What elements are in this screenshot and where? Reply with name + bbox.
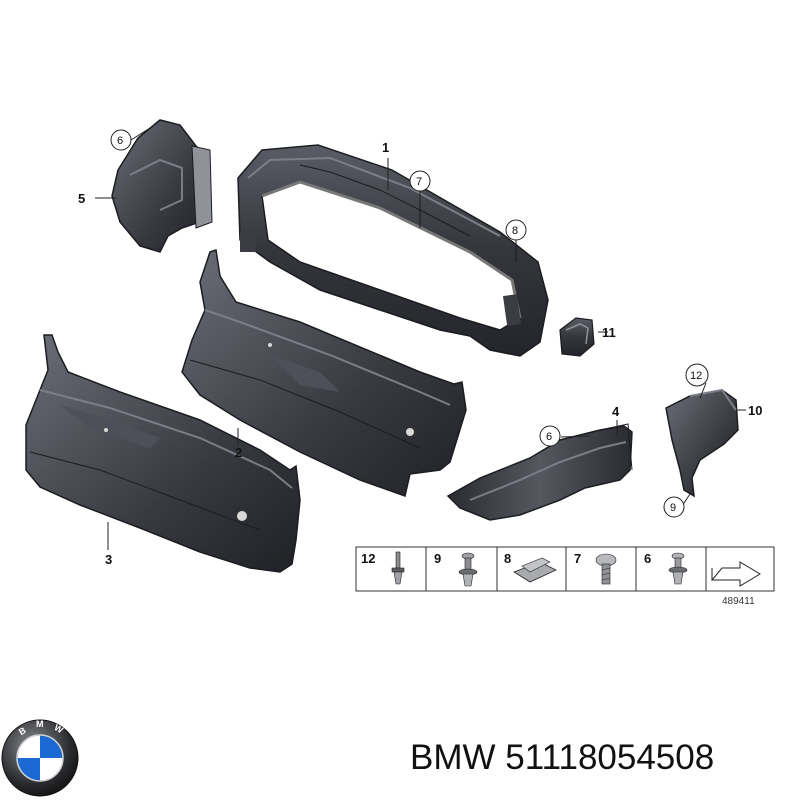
callout-7-text: 7 xyxy=(416,176,422,188)
callout-5: 5 xyxy=(78,191,85,206)
circled-callout-6a: 6 xyxy=(110,129,132,151)
clip-icon xyxy=(513,557,557,583)
part-number: 51118054508 xyxy=(505,738,715,777)
callout-6a-text: 6 xyxy=(117,135,123,147)
legend-label-6: 6 xyxy=(644,551,651,566)
callout-2: 2 xyxy=(235,445,242,460)
callout-8-text: 8 xyxy=(512,225,518,237)
callout-3: 3 xyxy=(105,552,112,567)
legend-label-12: 12 xyxy=(361,551,375,566)
circled-callout-12: 12 xyxy=(685,363,709,387)
circled-callout-9: 9 xyxy=(663,496,685,518)
expanding-rivet-icon xyxy=(458,552,478,587)
circled-callout-8: 8 xyxy=(505,219,527,241)
part-3-lower-panel xyxy=(25,334,301,573)
callout-10: 10 xyxy=(748,403,762,418)
leader-lines xyxy=(95,127,746,550)
part-11-cover xyxy=(559,317,595,357)
callout-6b-text: 6 xyxy=(546,431,552,443)
callout-4: 4 xyxy=(612,404,620,419)
part-1-frame xyxy=(237,144,549,357)
legend-label-9: 9 xyxy=(434,551,441,566)
callout-1: 1 xyxy=(382,140,389,155)
legend-label-7: 7 xyxy=(574,551,581,566)
bmw-roundel-logo: B M W xyxy=(1,719,79,797)
callout-9-text: 9 xyxy=(670,502,676,514)
circled-callout-7: 7 xyxy=(409,170,431,192)
screw-icon xyxy=(595,553,617,585)
part-10-side-duct xyxy=(665,388,739,498)
rivet-icon xyxy=(391,551,405,585)
part-caption: BMW 51118054508 xyxy=(410,738,795,788)
fastener-legend: 12 9 8 7 6 xyxy=(355,546,775,592)
legend-label-8: 8 xyxy=(504,551,511,566)
svg-text:M: M xyxy=(36,719,44,729)
callout-12-text: 12 xyxy=(690,370,702,382)
svg-text:B: B xyxy=(17,725,28,737)
part-2-air-duct xyxy=(181,249,467,497)
circled-callout-6b: 6 xyxy=(539,425,561,447)
part-5-side-duct xyxy=(111,119,213,253)
plug-icon xyxy=(668,552,688,585)
callout-11: 11 xyxy=(602,325,616,340)
part-4-air-guide xyxy=(446,423,633,521)
brand-name: BMW xyxy=(410,738,496,777)
figure-number: 489411 xyxy=(722,596,755,607)
orientation-arrow-icon xyxy=(710,561,761,587)
